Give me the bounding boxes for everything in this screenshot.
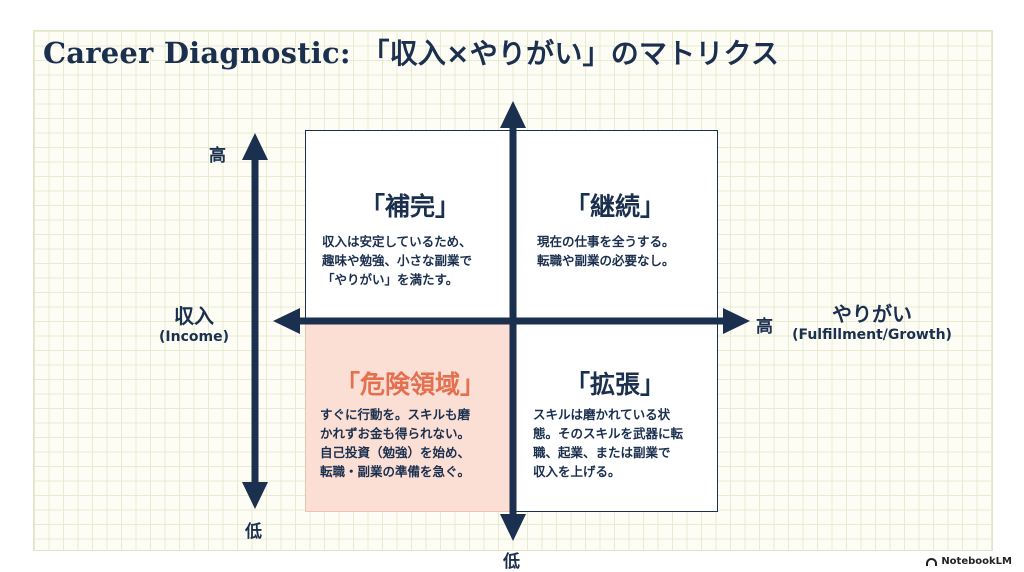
notebooklm-logo-icon [926, 557, 938, 566]
income-low-label: 低 [245, 522, 262, 542]
income-high-label: 高 [209, 146, 226, 166]
body-line: 転職・副業の準備を急ぐ。 [320, 464, 471, 479]
fulfillment-subtitle: (Fulfillment/Growth) [792, 327, 952, 343]
quadrant-title: 「継続」 [564, 192, 665, 221]
page-title: Career Diagnostic: 「収入×やりがい」のマトリクス [43, 32, 779, 72]
quadrant-title: 「拡張」 [564, 370, 665, 399]
quadrant-title: 「危険領域」 [334, 370, 485, 399]
fulfillment-high-label: 高 [756, 317, 773, 337]
quadrant-bottom-right: 「拡張」 スキルは磨かれている状 態。そのスキルを武器に転 職、起業、または副業… [512, 320, 718, 512]
quadrant-bottom-left-danger: 「危険領域」 すぐに行動を。スキルも磨 かれずお金も得られない。 自己投資（勉強… [305, 320, 515, 512]
body-line: 趣味や勉強、小さな副業で [322, 253, 473, 268]
fulfillment-low-label: 低 [503, 552, 520, 572]
quadrant-body: スキルは磨かれている状 態。そのスキルを武器に転 職、起業、または副業で 収入を… [533, 405, 683, 481]
body-line: 態。そのスキルを武器に転 [533, 426, 684, 441]
quadrant-body: すぐに行動を。スキルも磨 かれずお金も得られない。 自己投資（勉強）を始め、 転… [320, 405, 470, 481]
body-line: 収入は安定しているため、 [322, 234, 472, 249]
quadrant-body: 現在の仕事を全うする。 転職や副業の必要なし。 [537, 232, 675, 270]
body-line: スキルは磨かれている状 [533, 407, 671, 422]
income-axis-label: 収入 (Income) [150, 300, 238, 345]
body-line: かれずお金も得られない。 [320, 426, 471, 441]
title-japanese: 「収入×やりがい」のマトリクス [361, 37, 780, 70]
body-line: 自己投資（勉強）を始め、 [320, 445, 471, 460]
body-line: 転職や副業の必要なし。 [537, 253, 675, 268]
quadrant-top-left: 「補完」 収入は安定しているため、 趣味や勉強、小さな副業で 「やりがい」を満た… [305, 130, 515, 322]
body-line: 収入を上げる。 [533, 464, 621, 479]
body-line: すぐに行動を。スキルも磨 [320, 407, 471, 422]
fulfillment-axis-label: やりがい (Fulfillment/Growth) [782, 298, 962, 343]
notebooklm-watermark: NotebookLM [926, 556, 1012, 567]
income-title: 収入 [174, 304, 214, 328]
body-line: 職、起業、または副業で [533, 445, 671, 460]
quadrant-top-right: 「継続」 現在の仕事を全うする。 転職や副業の必要なし。 [512, 130, 718, 322]
watermark-text: NotebookLM [941, 556, 1012, 567]
quadrant-body: 収入は安定しているため、 趣味や勉強、小さな副業で 「やりがい」を満たす。 [322, 232, 472, 289]
quadrant-title: 「補完」 [359, 192, 460, 221]
fulfillment-title: やりがい [832, 302, 912, 326]
income-subtitle: (Income) [159, 329, 229, 345]
body-line: 現在の仕事を全うする。 [537, 234, 675, 249]
body-line: 「やりがい」を満たす。 [322, 272, 459, 287]
title-english: Career Diagnostic: [43, 36, 351, 70]
